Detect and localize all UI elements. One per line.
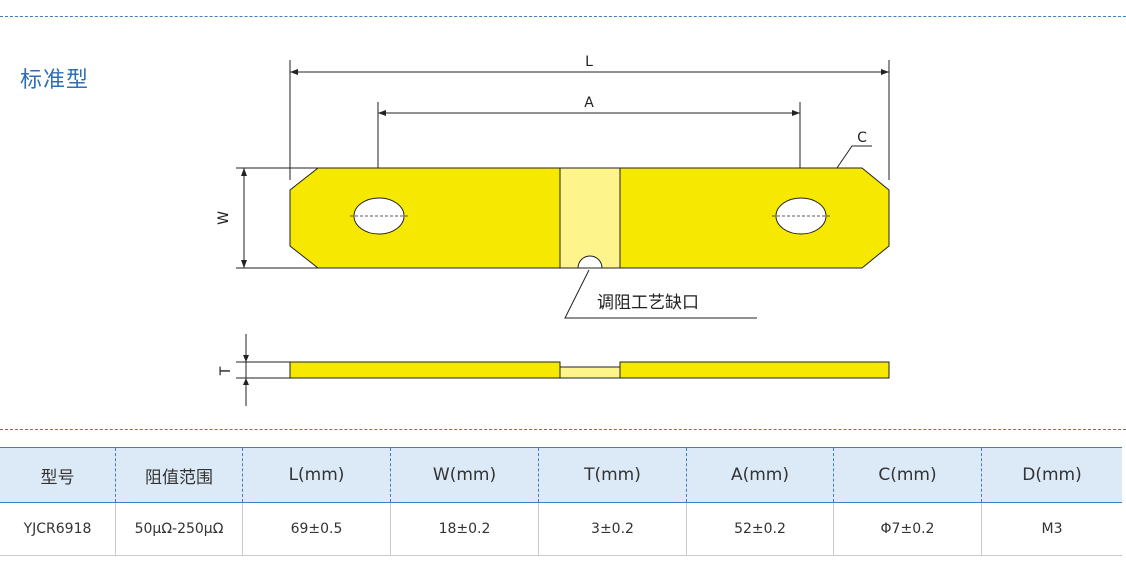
table-cell: M3	[981, 502, 1122, 556]
table-row: YJCR6918 50μΩ-250μΩ 69±0.5 18±0.2 3±0.2 …	[0, 502, 1122, 556]
col-header: L(mm)	[242, 447, 391, 503]
table-cell: 69±0.5	[242, 502, 391, 556]
side-view-right-terminal	[619, 361, 890, 379]
col-header: D(mm)	[981, 447, 1122, 503]
top-dashed-divider	[0, 16, 1126, 17]
dim-l-label: L	[585, 54, 593, 70]
dim-t-label: T	[218, 366, 234, 376]
side-view-left-terminal	[289, 361, 561, 379]
col-header: 型号	[0, 447, 116, 503]
mounting-hole-left	[353, 197, 405, 235]
spec-table: 型号 阻值范围 L(mm) W(mm) T(mm) A(mm) C(mm) D(…	[0, 447, 1122, 556]
table-cell: 3±0.2	[538, 502, 687, 556]
col-header: A(mm)	[686, 447, 834, 503]
mounting-hole-right	[775, 197, 827, 235]
dim-a-label: A	[584, 95, 594, 111]
side-view-element	[559, 366, 621, 379]
callout-leader	[564, 269, 757, 319]
table-cell: YJCR6918	[0, 502, 116, 556]
trim-notch	[577, 255, 603, 269]
table-cell: Φ7±0.2	[833, 502, 982, 556]
col-header: 阻值范围	[115, 447, 243, 503]
dim-c-label: C	[857, 130, 867, 146]
table-cell: 18±0.2	[390, 502, 539, 556]
dim-w-label: W	[216, 211, 232, 225]
col-header: W(mm)	[390, 447, 539, 503]
resistance-element	[559, 167, 621, 269]
col-header: T(mm)	[538, 447, 687, 503]
trim-notch-label: 调阻工艺缺口	[597, 293, 699, 313]
col-header: C(mm)	[833, 447, 982, 503]
resistor-drawing: L A C W T 调阻工艺缺口	[216, 54, 890, 406]
table-cell: 52±0.2	[686, 502, 834, 556]
table-dashed-divider	[0, 429, 1126, 430]
table-header-row: 型号 阻值范围 L(mm) W(mm) T(mm) A(mm) C(mm) D(…	[0, 447, 1122, 503]
table-cell: 50μΩ-250μΩ	[115, 502, 243, 556]
section-title: 标准型	[20, 68, 90, 93]
